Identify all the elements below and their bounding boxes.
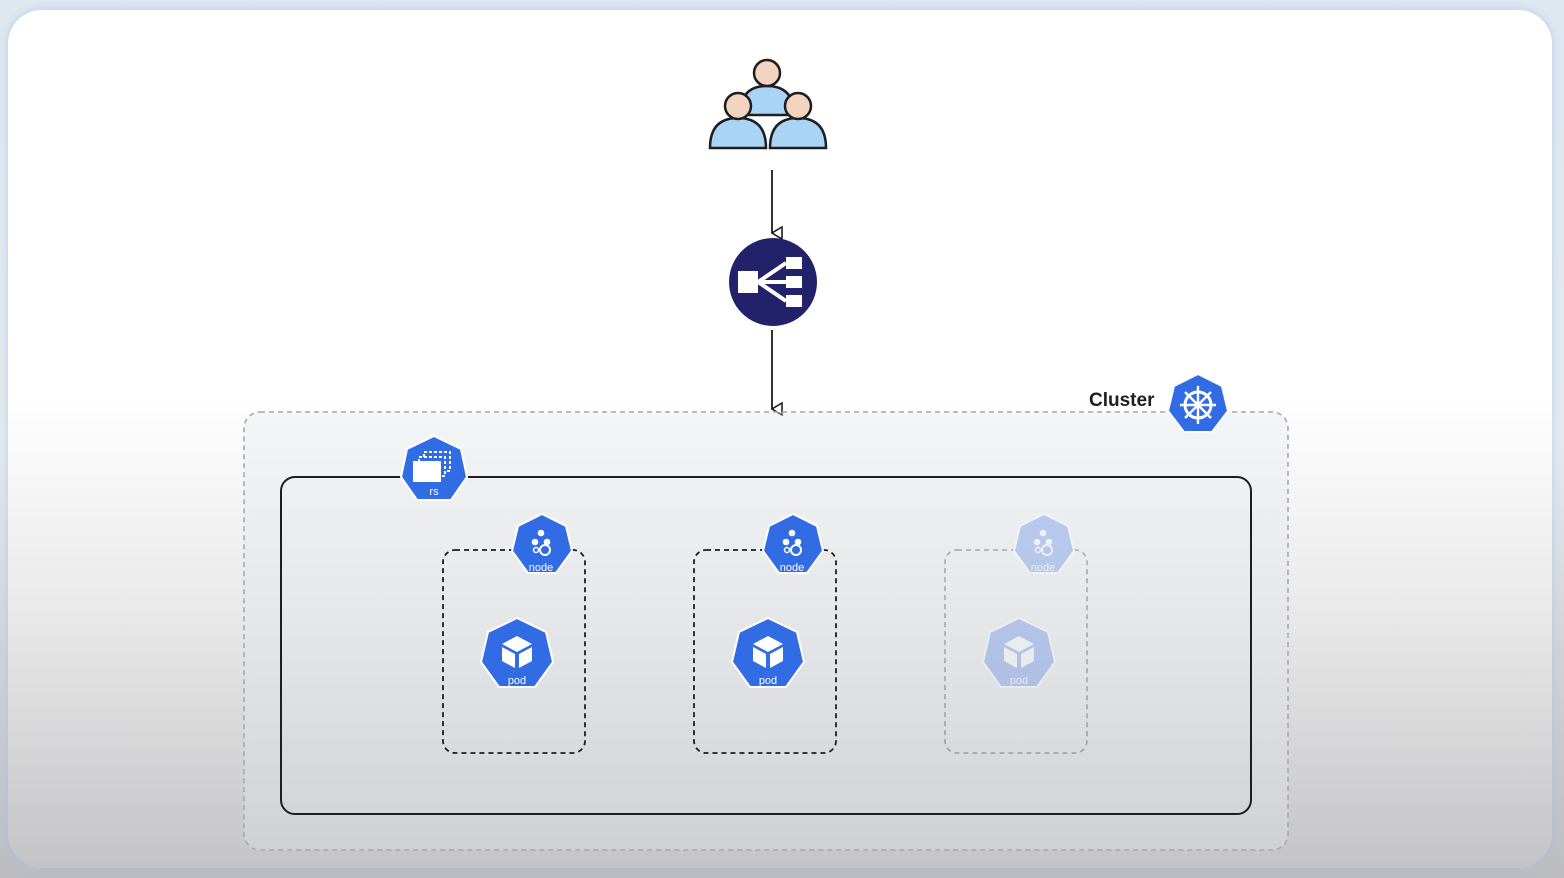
node-group-1: node pod <box>442 512 586 754</box>
pod-label: pod <box>508 675 526 687</box>
pod-icon: pod <box>981 616 1057 688</box>
node-group-3-faded: node pod <box>944 512 1088 754</box>
kubernetes-helm-icon <box>1166 372 1230 433</box>
node-icon: node <box>761 512 825 574</box>
pod-icon: pod <box>730 616 806 688</box>
slide-frame <box>8 10 1552 868</box>
node-icon: node <box>1012 512 1076 574</box>
pod-label: pod <box>1010 675 1028 687</box>
node-group-2: node pod <box>693 512 837 754</box>
users-group-icon <box>708 58 828 150</box>
node-boundary <box>944 549 1088 754</box>
node-label: node <box>780 562 804 574</box>
load-balancer-icon <box>729 238 817 326</box>
node-label: node <box>529 562 553 574</box>
replicaset-boundary <box>280 476 1252 815</box>
cluster-label: Cluster <box>1089 390 1155 411</box>
pod-label: pod <box>759 675 777 687</box>
pod-icon: pod <box>479 616 555 688</box>
node-icon: node <box>510 512 574 574</box>
replicaset-label: rs <box>429 486 439 498</box>
replicaset-icon: rs <box>399 434 469 501</box>
node-label: node <box>1031 562 1055 574</box>
